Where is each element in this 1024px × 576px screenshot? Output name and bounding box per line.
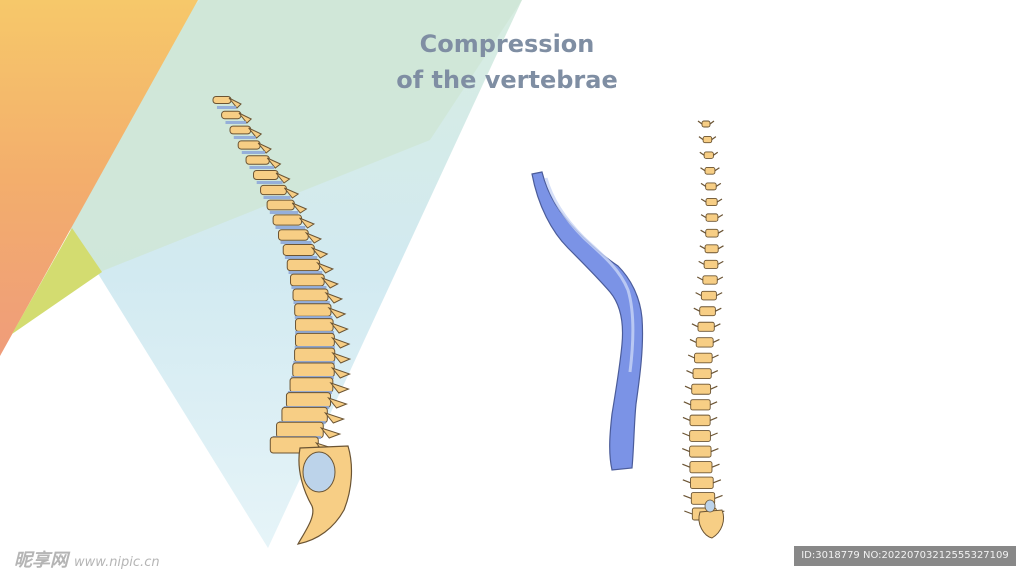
vertebra-front	[691, 321, 721, 332]
vertebra-lateral	[237, 140, 272, 154]
vertebra-lateral	[281, 406, 346, 424]
intervertebral-disc	[256, 181, 283, 184]
front-sacrum-bone	[698, 509, 725, 539]
lateral-spine-figure	[212, 96, 353, 545]
intervertebral-disc	[241, 151, 265, 154]
intervertebral-disc	[295, 331, 335, 334]
vertebra-front	[682, 445, 719, 458]
vertebra-front	[682, 430, 718, 442]
vertebra-lateral	[221, 110, 253, 124]
vertebra-front	[683, 492, 723, 505]
title-line-1: Compression	[419, 30, 595, 58]
vertebra-lateral	[294, 303, 347, 319]
vertebra-lateral	[229, 125, 263, 139]
intervertebral-disc	[225, 121, 247, 124]
vertebra-lateral	[282, 244, 329, 259]
intervertebral-disc	[293, 301, 330, 304]
watermark-site: 昵享网 www.nipic.cn	[14, 546, 160, 572]
vertebra-front	[698, 259, 724, 269]
vertebra-front	[700, 228, 724, 238]
pelvic-joint-highlight	[302, 451, 336, 493]
vertebra-lateral	[277, 229, 323, 244]
watermark-site-name: 昵享网	[14, 550, 68, 571]
vertebra-front	[686, 368, 719, 379]
vertebra-front	[696, 275, 724, 285]
vertebra-lateral	[285, 392, 348, 409]
vertebra-lateral	[290, 273, 339, 289]
vertebra-lateral	[276, 421, 342, 439]
intervertebral-disc	[294, 346, 335, 349]
vertebra-front	[693, 306, 722, 317]
vertebra-front	[683, 399, 718, 411]
intervertebral-disc	[233, 136, 256, 139]
vertebra-front	[682, 476, 722, 490]
vertebra-front	[698, 136, 717, 144]
vertebra-lateral	[245, 155, 282, 169]
vertebra-front	[699, 244, 724, 254]
intervertebral-disc	[284, 256, 318, 259]
intervertebral-disc	[249, 166, 274, 169]
intervertebral-disc	[291, 286, 327, 289]
silhouette-edge-highlight	[544, 177, 635, 373]
vertebra-front	[687, 352, 719, 364]
background-shapes	[0, 0, 522, 548]
front-pelvic-highlight	[704, 499, 716, 513]
vertebra-front	[689, 337, 720, 348]
vertebra-front	[700, 182, 722, 191]
vertebra-lateral	[272, 214, 316, 229]
front-spine-figure	[682, 120, 725, 539]
intervertebral-disc	[275, 226, 306, 229]
intervertebral-disc	[263, 196, 291, 199]
vertebra-lateral	[253, 170, 291, 184]
bg-mint-band	[70, 0, 522, 272]
intervertebral-disc	[288, 271, 323, 274]
vertebra-lateral	[292, 362, 352, 379]
vertebra-front	[697, 120, 715, 128]
intervertebral-disc	[280, 241, 312, 244]
title-line-2: of the vertebrae	[396, 66, 618, 94]
vertebra-front	[699, 151, 719, 159]
vertebra-front	[684, 383, 718, 395]
vertebra-front	[700, 213, 724, 222]
watermark-id: ID:3018779 NO:20220703212555327109	[794, 546, 1016, 566]
vertebra-lateral	[266, 199, 308, 214]
intervertebral-disc	[216, 106, 237, 109]
bg-lime-triangle	[12, 228, 102, 334]
vertebra-front	[682, 414, 718, 427]
vertebra-lateral	[286, 258, 335, 274]
vertebra-lateral	[212, 96, 242, 109]
bg-warm-wedge	[0, 0, 198, 356]
watermark-site-url: www.nipic.cn	[74, 555, 160, 570]
vertebra-lateral	[294, 332, 351, 349]
compressed-spine-silhouette	[531, 171, 644, 471]
vertebra-front	[695, 290, 723, 301]
diagram-title: Compression of the vertebrae	[340, 26, 674, 98]
intervertebral-disc	[269, 211, 299, 214]
intervertebral-disc	[294, 316, 333, 319]
vertebra-lateral	[260, 184, 300, 199]
vertebra-front	[700, 197, 723, 207]
vertebra-front	[700, 166, 720, 175]
vertebra-front	[682, 461, 720, 474]
